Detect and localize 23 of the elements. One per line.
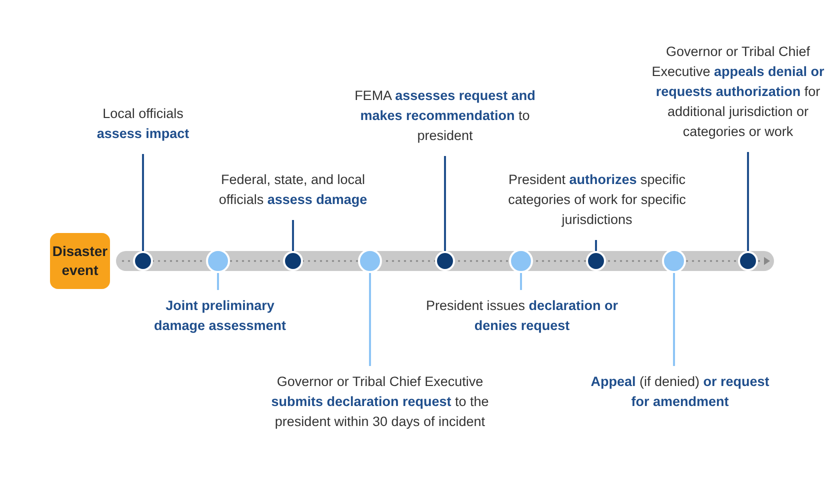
milestone-text: Governor or Tribal Chief Executive appeals denial or requests authorization for additional jurisdiction or categories or work xyxy=(650,42,826,142)
milestone-text: President authorizes specific categories of work for specific jurisdictions xyxy=(492,170,702,230)
leader-line xyxy=(747,152,749,251)
milestone-text: Federal, state, and local officials assess damage xyxy=(218,170,368,210)
milestone-text: FEMA assesses request and makes recommendation to president xyxy=(345,86,545,146)
milestone-dot xyxy=(206,249,230,273)
leader-line xyxy=(673,273,675,366)
milestone-dot xyxy=(662,249,686,273)
milestone-text: Local officials assess impact xyxy=(83,104,203,144)
milestone-text: President issues declaration or denies request xyxy=(412,296,632,336)
leader-line xyxy=(444,156,446,251)
leader-line xyxy=(217,273,219,290)
milestone-text: Appeal (if denied) or request for amendment xyxy=(580,372,780,412)
leader-line xyxy=(292,220,294,251)
leader-line xyxy=(369,273,371,366)
milestone-text: Joint preliminary damage assessment xyxy=(145,296,295,336)
milestone-text: Governor or Tribal Chief Executive submits declaration request to the president within 30 days of incident xyxy=(255,372,505,432)
leader-line xyxy=(595,240,597,251)
leader-line xyxy=(142,154,144,251)
event-box: Disaster event xyxy=(50,233,110,289)
milestone-dot xyxy=(358,249,382,273)
leader-line xyxy=(520,273,522,290)
milestone-dot xyxy=(509,249,533,273)
